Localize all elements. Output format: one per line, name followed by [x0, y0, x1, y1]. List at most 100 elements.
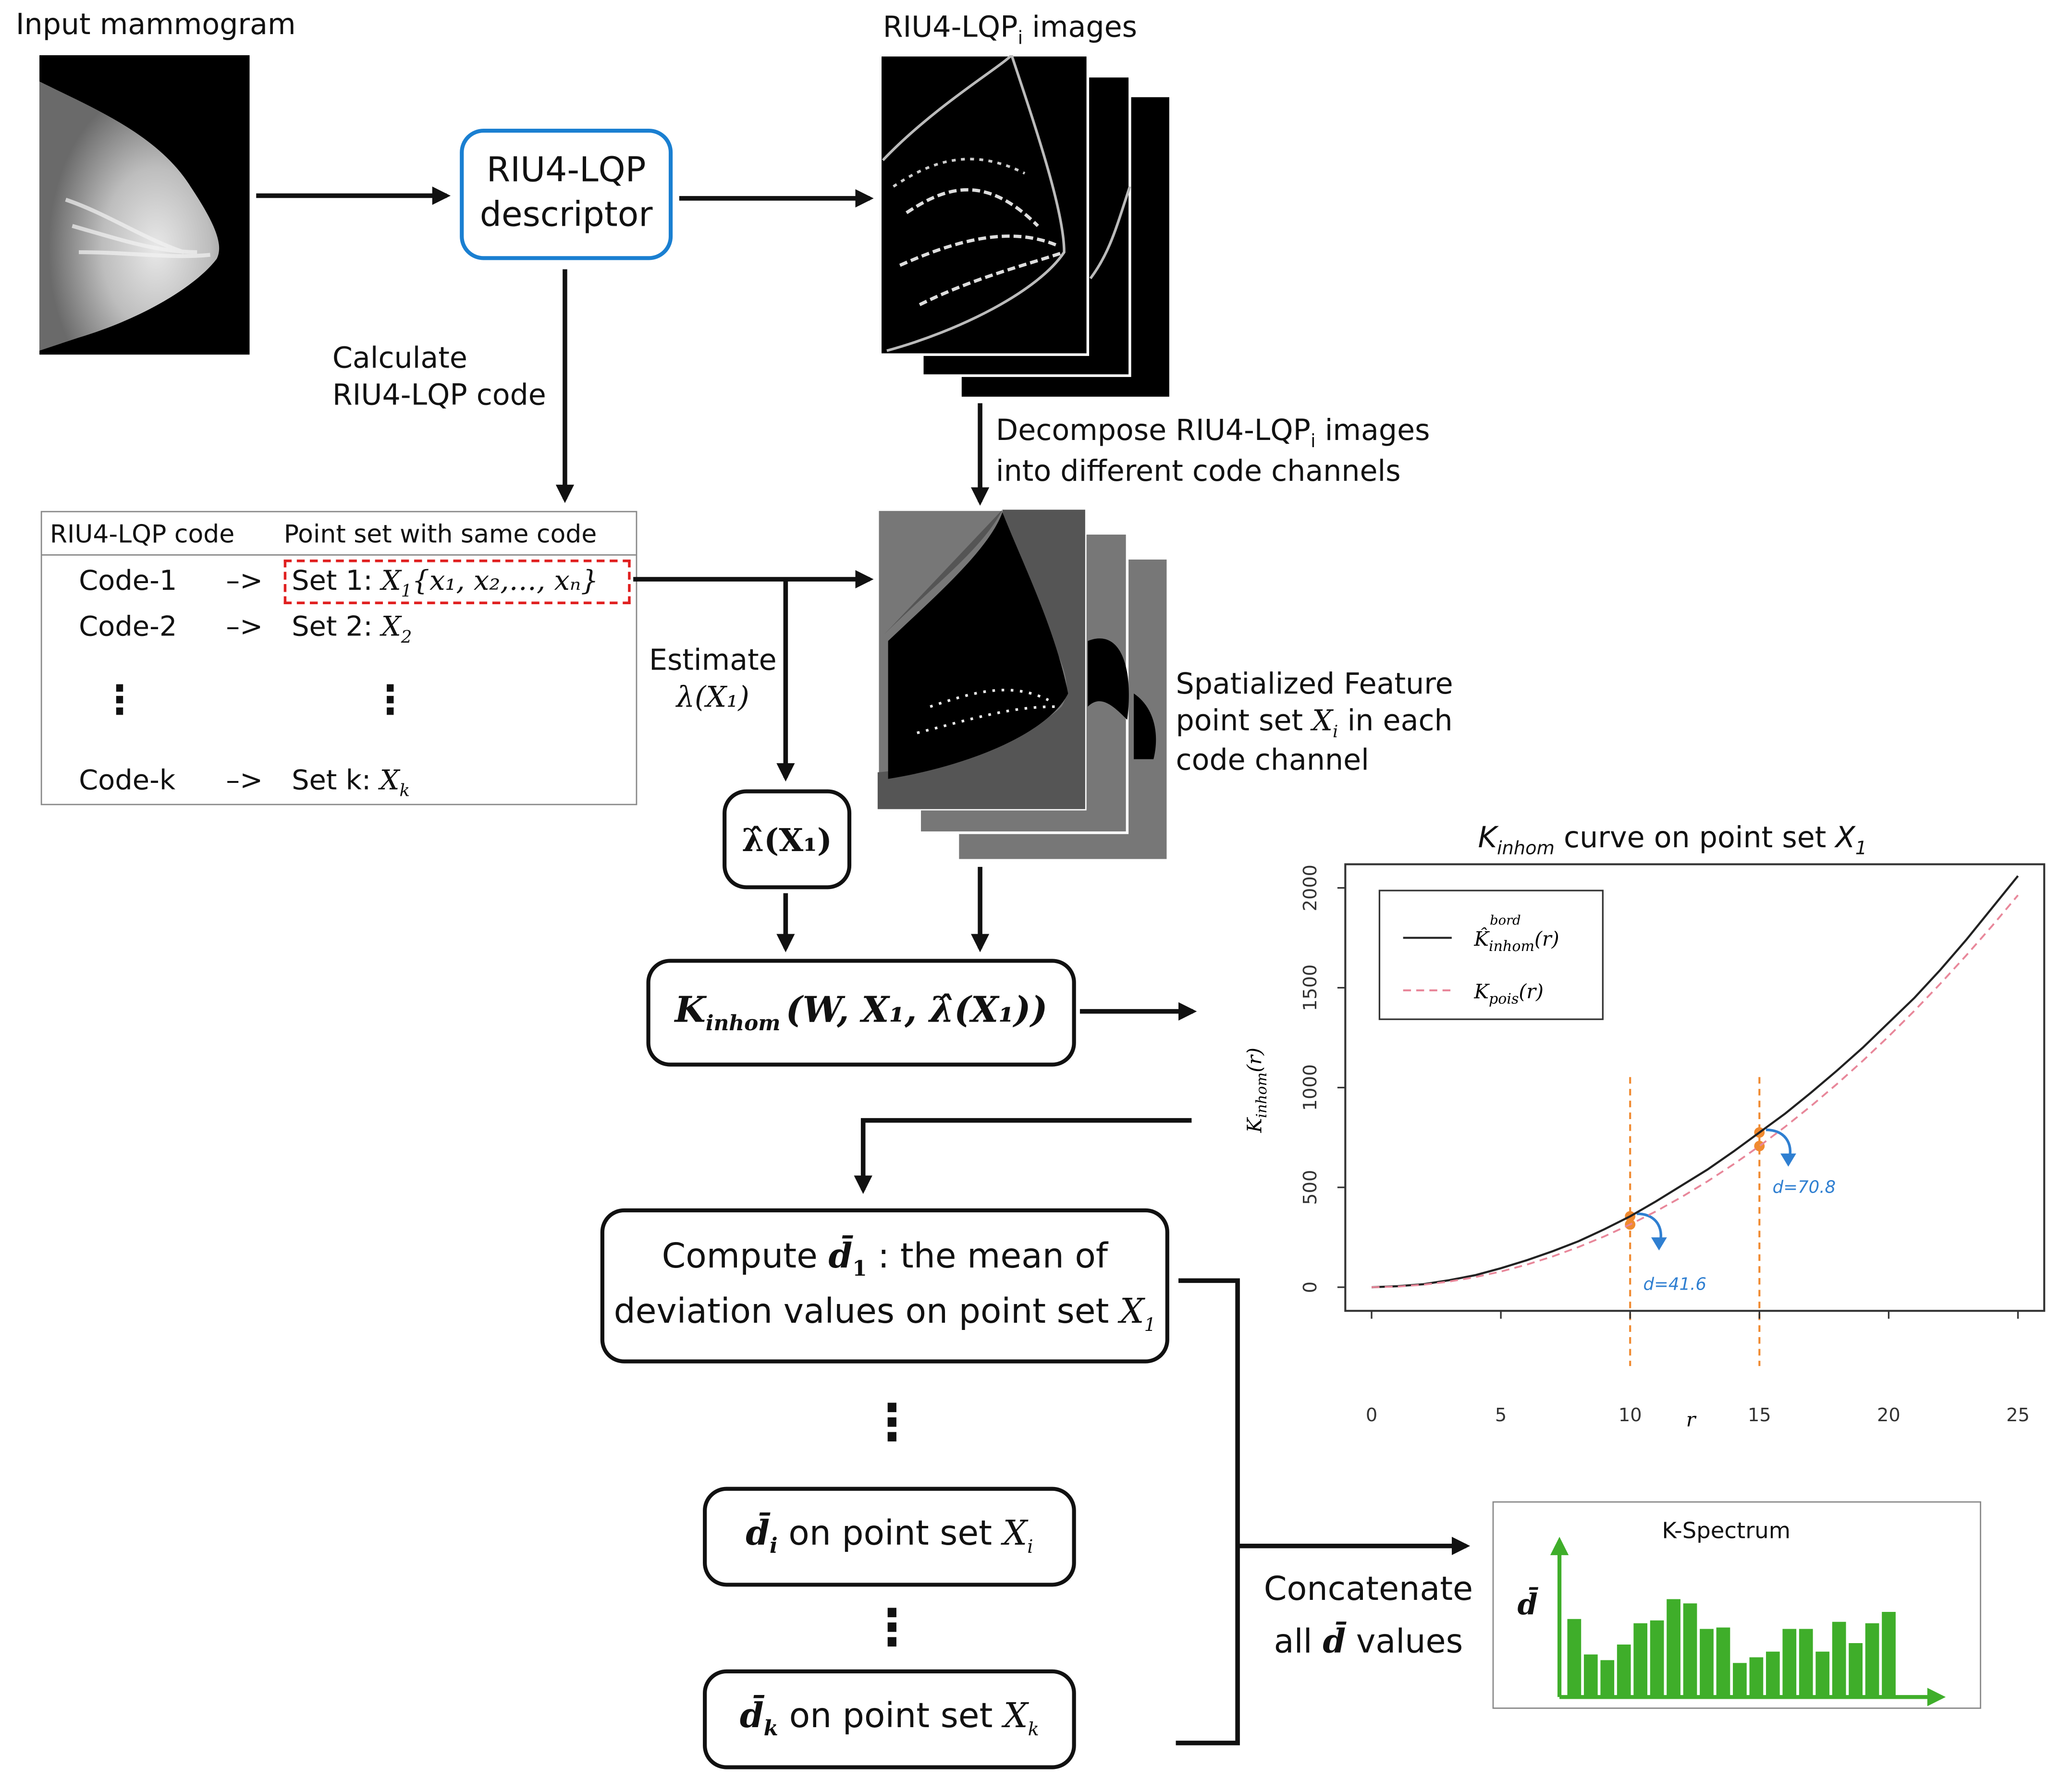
compute-line2a: deviation values on point set — [613, 1292, 1120, 1332]
dk-xsub: k — [1028, 1720, 1039, 1742]
table-row-2-arrow: –> — [226, 610, 263, 643]
k-spectrum-bar — [1733, 1663, 1747, 1697]
calculate-line2: RIU4-LQP code — [332, 378, 546, 412]
chart-title-xsub: 1 — [1855, 838, 1867, 860]
k-spectrum-bar — [1583, 1654, 1598, 1697]
k-spectrum-bar — [1617, 1644, 1631, 1697]
k-spectrum-bar — [1683, 1603, 1697, 1697]
vdots-lower: ⋮ — [867, 1598, 917, 1657]
chart-title-rest: curve on point set — [1554, 822, 1836, 855]
chart-legend: K̂inhom(r) bord Kpois(r) — [1378, 890, 1604, 1020]
dk-box: d̄k on point set Xk — [703, 1669, 1076, 1769]
chart-title: Kinhom curve on point set X1 — [1478, 821, 1867, 861]
k-spectrum-x-arrowhead — [1927, 1688, 1946, 1707]
table-row-1-extra: {x₁, x₂,…, xₙ} — [412, 564, 599, 597]
table-row-1-set: Set 1: X1{x₁, x₂,…, xₙ} — [292, 565, 599, 602]
compute-line2-sym: X — [1119, 1292, 1144, 1332]
table-row-1-sym: X — [381, 564, 401, 597]
riu4-lqp-descriptor-box: RIU4-LQP descriptor — [460, 129, 673, 260]
table-row-k-sub: k — [399, 781, 410, 802]
di-sub: i — [769, 1534, 778, 1559]
spatialized-line1: Spatialized Feature — [1176, 668, 1453, 702]
y-tick-label: 500 — [1300, 1170, 1321, 1205]
table-row-2-code: Code-2 — [79, 610, 177, 643]
riu-images-stack — [880, 55, 1169, 397]
di-x: X — [1003, 1515, 1028, 1555]
y-tick-label: 2000 — [1300, 865, 1321, 911]
x-tick-label: 25 — [2006, 1404, 2030, 1426]
descriptor-line1: RIU4-LQP — [486, 151, 646, 191]
decompose-line2: into different code channels — [995, 455, 1401, 489]
compute-sub: 1 — [852, 1256, 867, 1281]
compute-mean-box: Compute d̄1 : the mean of deviation valu… — [600, 1208, 1169, 1364]
decompose-sub: i — [1310, 431, 1316, 452]
chart-xlabel: r — [1686, 1408, 1697, 1431]
concatenate-label: Concatenate all d̄ values — [1264, 1563, 1473, 1668]
concat-line2b: values — [1346, 1622, 1463, 1660]
dk-x: X — [1004, 1697, 1028, 1737]
compute-line1b: : the mean of — [867, 1237, 1108, 1277]
annotation-label: d=70.8 — [1773, 1178, 1836, 1197]
arrow-chart-to-compute — [854, 1118, 1192, 1194]
kinhom-function-box: Kinhom(W, X₁, λ̂(X₁)) — [646, 959, 1076, 1067]
decompose-line1a: Decompose RIU4-LQP — [995, 415, 1311, 448]
riu-images-text: RIU4-LQP — [883, 12, 1018, 45]
table-row-k-sym: X — [380, 764, 400, 796]
estimate-line1: Estimate — [649, 645, 777, 678]
y-tick-label: 1000 — [1300, 1064, 1321, 1111]
k-spectrum-bar — [1567, 1619, 1582, 1697]
table-vdots-left: ⋮ — [99, 678, 139, 724]
k-spectrum-bar — [1882, 1612, 1896, 1697]
spatialized-line2b: in each — [1338, 705, 1453, 738]
k-spectrum-y-arrowhead — [1550, 1536, 1569, 1555]
riu-images-title: RIU4-LQPi images — [883, 11, 1137, 51]
spatialized-sym: X — [1312, 705, 1333, 738]
dk-text: on point set — [778, 1697, 1004, 1737]
kinhom-sub: inhom — [705, 1010, 781, 1036]
di-text: on point set — [777, 1515, 1003, 1555]
k-spectrum-bar — [1849, 1643, 1863, 1697]
k-spectrum-bar — [1815, 1651, 1830, 1697]
x-tick-label: 15 — [1748, 1404, 1771, 1426]
annotation-label: d=41.6 — [1643, 1275, 1707, 1294]
chart-title-x: X — [1835, 822, 1855, 855]
dk-sub: k — [763, 1716, 779, 1742]
k-spectrum-bar — [1633, 1623, 1648, 1697]
kinhom-series-line — [1371, 875, 2019, 1289]
input-mammogram-image — [39, 55, 250, 355]
k-spectrum-bar — [1749, 1657, 1764, 1697]
svg-text:bord: bord — [1490, 913, 1521, 928]
dk-sym: d̄ — [739, 1697, 764, 1737]
chart-title-sub: inhom — [1497, 838, 1555, 860]
table-header-pointset: Point set with same code — [283, 520, 597, 549]
calculate-label: Calculate RIU4-LQP code — [332, 341, 546, 414]
x-tick-label: 0 — [1366, 1404, 1377, 1426]
table-row-1-code: Code-1 — [79, 564, 177, 597]
code-table: RIU4-LQP code Point set with same code C… — [40, 511, 638, 805]
k-spectrum-bar — [1832, 1621, 1846, 1697]
table-header-code: RIU4-LQP code — [49, 520, 235, 549]
concat-line1: Concatenate — [1263, 1569, 1473, 1608]
table-vdots-right: ⋮ — [370, 678, 410, 724]
annotation-arrowhead — [1651, 1237, 1667, 1251]
k-spectrum-ylabel: d̄ — [1517, 1588, 1538, 1622]
decompose-label: Decompose RIU4-LQPi images into differen… — [996, 414, 1430, 490]
calculate-line1: Calculate — [332, 342, 467, 376]
table-row-2-set: Set 2: X2 — [292, 611, 412, 648]
table-row-1-arrow: –> — [226, 564, 263, 597]
k-spectrum-bar — [1766, 1651, 1780, 1697]
kpois-series-line — [1371, 894, 2019, 1288]
table-row-k-arrow: –> — [226, 764, 263, 796]
x-tick-label: 10 — [1619, 1404, 1642, 1426]
bracket-compute — [1176, 1278, 1240, 1745]
spatialized-sub: i — [1333, 722, 1338, 742]
table-row-2-set-label: Set 2: — [292, 610, 373, 643]
spatialized-label: Spatialized Feature point set Xi in each… — [1176, 667, 1453, 780]
annotation-arrowhead — [1780, 1153, 1796, 1167]
legend-kinhom: K̂inhom(r) — [1473, 927, 1559, 955]
kinhom-args: (W, X₁, λ̂(X₁)) — [785, 990, 1048, 1031]
decompose-line1b: images — [1315, 415, 1430, 448]
code-channel-stack — [877, 510, 1167, 859]
compute-sym: d̄ — [828, 1237, 853, 1277]
x-tick-label: 20 — [1877, 1404, 1901, 1426]
